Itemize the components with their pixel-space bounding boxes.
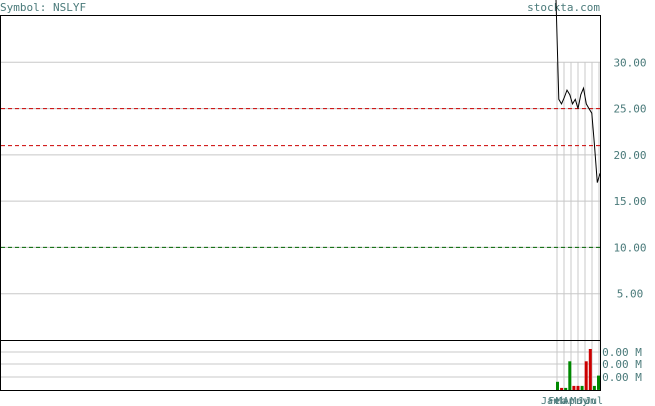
price-tick-label: 10.00 xyxy=(613,241,646,254)
x-tick-label: Jan xyxy=(541,396,559,406)
x-tick-label: Jul xyxy=(585,396,603,406)
volume-bar xyxy=(564,387,568,390)
volume-bar xyxy=(580,385,584,390)
volume-bar xyxy=(592,385,596,390)
x-tick-label: Apr xyxy=(563,396,581,406)
volume-bar xyxy=(556,381,559,390)
volume-axis-ticks: 0.00 M0.00 M0.00 M xyxy=(602,346,642,384)
volume-panel-frame xyxy=(0,340,601,391)
volume-tick-label: 0.00 M xyxy=(602,371,642,384)
brand-label: stockta.com xyxy=(527,1,600,14)
price-tick-label: 25.00 xyxy=(613,103,646,116)
volume-bar xyxy=(584,361,588,390)
volume-tick-label: 0.00 M xyxy=(602,346,642,359)
volume-tick-label: 0.00 M xyxy=(602,358,642,371)
volume-bar xyxy=(560,387,564,390)
volume-bars xyxy=(556,349,600,390)
price-tick-label: 30.00 xyxy=(613,56,646,69)
price-panel-frame xyxy=(0,15,601,341)
volume-bar xyxy=(568,361,572,390)
price-tick-label: 15.00 xyxy=(613,195,646,208)
price-panel: 5.00 10.00 15.00 20.00 25.00 30.00 xyxy=(0,0,647,341)
price-reference-lines xyxy=(1,108,600,248)
price-tick-label: 20.00 xyxy=(613,149,646,162)
price-axis-ticks: 5.00 10.00 15.00 20.00 25.00 30.00 xyxy=(613,56,646,300)
x-tick-label: Feb xyxy=(548,396,566,406)
x-tick-label: Jun xyxy=(578,396,596,406)
volume-bar xyxy=(572,385,576,390)
volume-grid xyxy=(1,351,600,378)
price-line xyxy=(555,0,601,183)
x-tick-label: May xyxy=(570,396,588,406)
price-tick-label: 5.00 xyxy=(617,288,644,301)
symbol-label: Symbol: NSLYF xyxy=(0,1,86,14)
volume-panel: 0.00 M0.00 M0.00 M xyxy=(0,340,642,391)
volume-bar xyxy=(588,349,592,390)
volume-bar xyxy=(597,375,600,390)
volume-bar xyxy=(576,385,580,390)
x-tick-label: Mar xyxy=(556,396,574,406)
